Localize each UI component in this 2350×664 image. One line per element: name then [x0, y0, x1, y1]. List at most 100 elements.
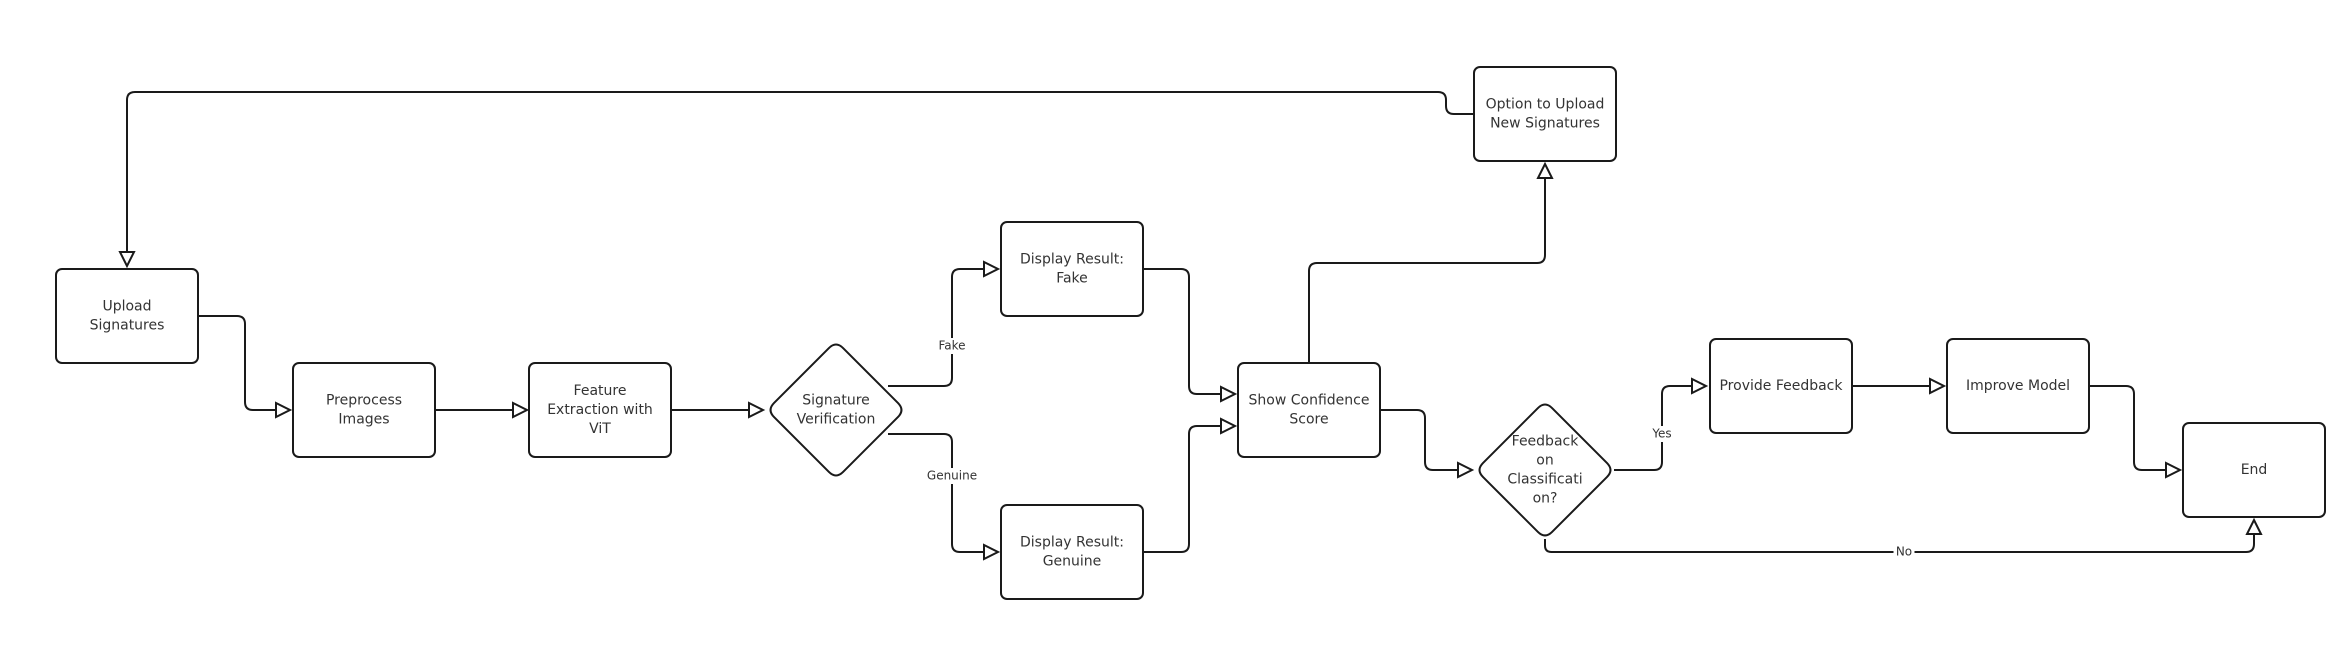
node-label-line: Classificati [1507, 472, 1582, 488]
arrowhead-icon [512, 401, 530, 419]
edge-label-text: Fake [938, 339, 965, 353]
arrowhead-icon [1536, 161, 1554, 179]
edge-label-yes: Yes [1647, 426, 1677, 442]
edge-label-text: Genuine [927, 469, 977, 483]
arrowhead-icon [983, 260, 1001, 278]
edge-label-background [1893, 544, 1915, 560]
node-label-line: Signature [802, 393, 870, 409]
edge-confidence-to-option [1308, 161, 1554, 363]
edge-option-to-upload [118, 91, 1474, 269]
connector-line [888, 268, 984, 387]
node-label-line: Extraction with [547, 402, 653, 418]
edge-label-background [1647, 426, 1677, 442]
edge-upload-to-preprocess [198, 315, 293, 419]
node-label-line: Option to Upload [1486, 97, 1605, 113]
node-label-line: Score [1289, 412, 1328, 428]
arrowhead-icon [118, 251, 136, 269]
edge-verify-to-fake [888, 260, 1001, 387]
node-improve[interactable]: Improve Model [1946, 338, 2090, 434]
arrowhead-icon [1457, 461, 1475, 479]
edge-label-background [922, 468, 982, 484]
node-label-line: on? [1533, 491, 1558, 507]
node-label-line: Provide Feedback [1719, 378, 1843, 394]
process-box[interactable] [2182, 422, 2326, 518]
node-label-line: Feedback [1512, 434, 1580, 450]
node-provide[interactable]: Provide Feedback [1709, 338, 1853, 434]
edge-feature-to-verify [671, 401, 766, 419]
edge-label-text: No [1896, 545, 1912, 559]
edge-confidence-to-feedback [1380, 409, 1475, 479]
connector-line [126, 91, 1474, 252]
decision-diamond[interactable] [769, 343, 903, 477]
node-label-line: Show Confidence [1249, 393, 1370, 409]
process-box[interactable] [528, 362, 672, 458]
arrowhead-icon [983, 543, 1001, 561]
node-label-line: Fake [1056, 271, 1088, 287]
edge-genuine-to-confidence [1143, 417, 1238, 553]
edge-label-background [934, 338, 970, 354]
node-label-line: Display Result: [1020, 252, 1124, 268]
arrowhead-icon [748, 401, 766, 419]
node-end[interactable]: End [2182, 422, 2326, 518]
process-box[interactable] [1946, 338, 2090, 434]
node-label-line: Display Result: [1020, 535, 1124, 551]
arrowhead-icon [1929, 377, 1947, 395]
arrowhead-icon [275, 401, 293, 419]
edge-feedback-to-provide [1614, 377, 1709, 471]
node-label-line: Feature [574, 383, 627, 399]
connector-line [888, 433, 984, 553]
node-label-line: Preprocess [326, 393, 402, 409]
node-label-line: on [1536, 453, 1553, 469]
process-box[interactable] [1473, 66, 1617, 162]
process-box[interactable] [1237, 362, 1381, 458]
connector-line [1380, 409, 1458, 471]
edge-fake-to-confidence [1143, 268, 1238, 403]
connector-line [1308, 178, 1546, 363]
edge-label-text: Yes [1651, 427, 1671, 441]
process-box[interactable] [292, 362, 436, 458]
node-label-line: Signatures [90, 318, 165, 334]
connector-line [1143, 268, 1221, 395]
node-label-line: Verification [797, 412, 876, 428]
node-label-line: ViT [589, 421, 611, 437]
arrowhead-icon [1691, 377, 1709, 395]
process-box[interactable] [1709, 338, 1853, 434]
process-box[interactable] [55, 268, 199, 364]
connector-line [2089, 385, 2166, 471]
process-box[interactable] [1000, 504, 1144, 600]
edge-improve-to-end [2089, 385, 2183, 479]
connector-line [198, 315, 276, 411]
edge-preprocess-to-feature [435, 401, 530, 419]
node-label-line: Genuine [1043, 554, 1102, 570]
process-box[interactable] [1000, 221, 1144, 317]
node-label-line: Images [338, 412, 389, 428]
edge-label-fake: Fake [934, 338, 970, 354]
connector-line [1143, 425, 1221, 553]
edge-label-no: No [1893, 544, 1915, 560]
node-label-line: New Signatures [1490, 116, 1600, 132]
node-label-line: Upload [102, 299, 151, 315]
arrowhead-icon [2245, 517, 2263, 535]
edge-label-genuine: Genuine [922, 468, 982, 484]
edge-provide-to-improve [1852, 377, 1947, 395]
node-label-line: Improve Model [1966, 378, 2070, 394]
node-label-line: End [2241, 462, 2268, 478]
arrowhead-icon [2165, 461, 2183, 479]
arrowhead-icon [1220, 385, 1238, 403]
arrowhead-icon [1220, 417, 1238, 435]
node-genuine[interactable]: Display Result: Genuine [1000, 504, 1144, 600]
node-fake[interactable]: Display Result: Fake [1000, 221, 1144, 317]
decision-diamond[interactable] [1478, 403, 1612, 537]
edges-layer [118, 91, 2263, 561]
edge-verify-to-genuine [888, 433, 1001, 561]
